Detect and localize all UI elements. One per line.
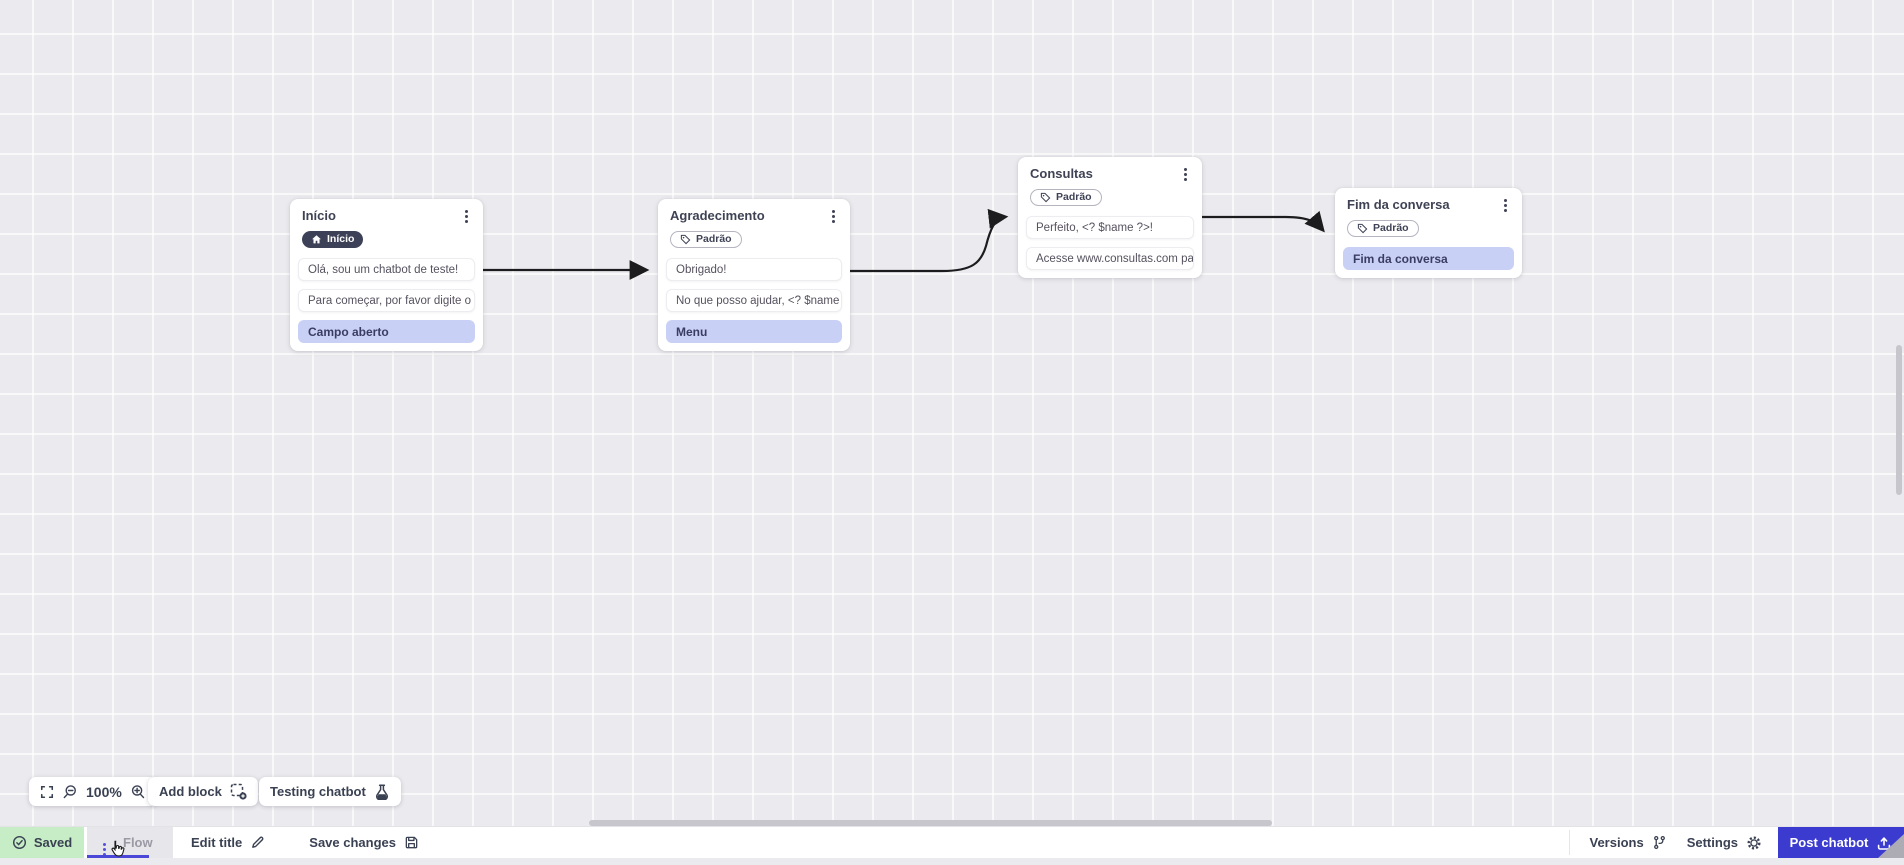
edge-consultas-fim xyxy=(1202,210,1325,233)
zoom-panel: 100% xyxy=(29,777,157,806)
saved-status-badge: Saved xyxy=(0,827,84,858)
zoom-in-icon[interactable] xyxy=(130,784,146,800)
vertical-scrollbar[interactable] xyxy=(1896,345,1902,495)
corner-fold xyxy=(1878,834,1904,858)
add-block-icon xyxy=(230,783,247,800)
message-row[interactable]: Para começar, por favor digite o ... xyxy=(298,289,475,312)
tag-icon xyxy=(680,234,691,245)
node-fim-da-conversa[interactable]: Fim da conversa Padrão Fim da conversa xyxy=(1335,188,1522,278)
node-header: Início xyxy=(298,208,475,225)
node-header: Consultas xyxy=(1026,166,1194,183)
floppy-icon xyxy=(405,836,418,849)
badge-label: Padrão xyxy=(1056,191,1092,204)
branch-icon xyxy=(1653,835,1665,850)
message-row[interactable]: Acesse www.consultas.com par... xyxy=(1026,247,1194,270)
save-changes-label: Save changes xyxy=(309,835,396,850)
node-consultas[interactable]: Consultas Padrão Perfeito, <? $name ?>! … xyxy=(1018,157,1202,278)
add-block-button[interactable]: Add block xyxy=(148,777,258,806)
gear-icon xyxy=(1747,835,1761,850)
node-title: Agradecimento xyxy=(670,208,765,223)
saved-label: Saved xyxy=(33,835,73,850)
default-badge: Padrão xyxy=(1030,189,1102,206)
settings-label: Settings xyxy=(1686,835,1738,850)
tag-icon xyxy=(1040,192,1051,203)
message-row[interactable]: Olá, sou um chatbot de teste! xyxy=(298,258,475,281)
message-row[interactable]: No que posso ajudar, <? $name ... xyxy=(666,289,842,312)
statusbar-spacer xyxy=(419,827,1569,858)
node-menu-icon[interactable] xyxy=(826,208,840,224)
post-chatbot-label: Post chatbot xyxy=(1789,835,1869,850)
node-title: Fim da conversa xyxy=(1347,197,1450,212)
start-badge: Início xyxy=(302,231,364,248)
default-badge: Padrão xyxy=(670,231,742,248)
zoom-level: 100% xyxy=(86,783,122,800)
default-badge: Padrão xyxy=(1347,220,1419,237)
node-agradecimento[interactable]: Agradecimento Padrão Obrigado! No que po… xyxy=(658,199,850,351)
home-icon xyxy=(312,235,321,244)
node-header: Agradecimento xyxy=(666,208,842,225)
versions-label: Versions xyxy=(1589,835,1644,850)
node-inicio[interactable]: Início Início Olá, sou um chatbot de tes… xyxy=(290,199,483,351)
status-bar: Saved Flow Edit title Save changes Versi… xyxy=(0,826,1904,858)
node-menu-icon[interactable] xyxy=(1178,166,1192,182)
badge-label: Início xyxy=(327,233,355,246)
pencil-icon xyxy=(252,836,264,848)
fullscreen-icon[interactable] xyxy=(40,785,54,799)
tab-flow[interactable]: Flow xyxy=(87,827,173,858)
testing-chatbot-label: Testing chatbot xyxy=(270,784,366,799)
versions-button[interactable]: Versions xyxy=(1570,827,1683,858)
node-title: Início xyxy=(302,208,336,223)
testing-chatbot-button[interactable]: Testing chatbot xyxy=(259,777,401,806)
badge-label: Padrão xyxy=(696,233,732,246)
edge-agradecimento-consultas xyxy=(850,208,1009,273)
message-row-highlighted[interactable]: Campo aberto xyxy=(298,320,475,343)
flask-icon xyxy=(375,783,388,800)
message-row[interactable]: Perfeito, <? $name ?>! xyxy=(1026,216,1194,239)
node-header: Fim da conversa xyxy=(1343,197,1514,214)
flow-edges xyxy=(483,208,1325,280)
edit-title-button[interactable]: Edit title xyxy=(191,827,265,858)
badge-label: Padrão xyxy=(1373,222,1409,235)
message-row-highlighted[interactable]: Menu xyxy=(666,320,842,343)
message-row-highlighted[interactable]: Fim da conversa xyxy=(1343,247,1514,270)
save-changes-button[interactable]: Save changes xyxy=(309,827,419,858)
check-circle-icon xyxy=(12,835,26,850)
node-title: Consultas xyxy=(1030,166,1093,181)
flow-tab-label: Flow xyxy=(123,835,153,850)
statusbar-divider xyxy=(1568,830,1570,855)
message-row[interactable]: Obrigado! xyxy=(666,258,842,281)
add-block-label: Add block xyxy=(159,784,222,799)
tag-icon xyxy=(1357,223,1368,234)
settings-button[interactable]: Settings xyxy=(1683,827,1778,858)
flow-canvas[interactable]: Início Início Olá, sou um chatbot de tes… xyxy=(0,0,1904,826)
edit-title-label: Edit title xyxy=(191,835,243,850)
node-menu-icon[interactable] xyxy=(1498,197,1512,213)
horizontal-scrollbar[interactable] xyxy=(589,820,1272,826)
flow-menu-icon[interactable] xyxy=(97,835,111,851)
zoom-out-icon[interactable] xyxy=(62,784,78,800)
node-menu-icon[interactable] xyxy=(459,208,473,224)
